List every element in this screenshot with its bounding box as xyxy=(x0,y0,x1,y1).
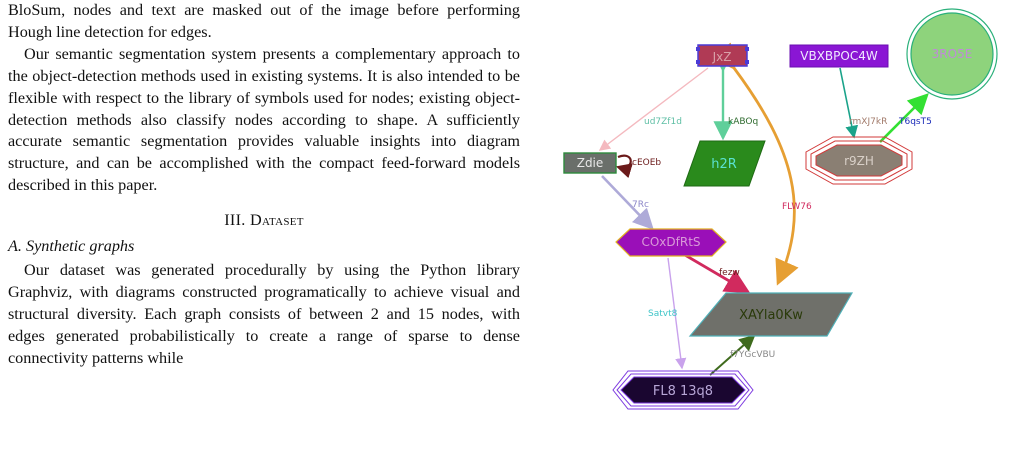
node-label-coxdfrts: COxDfRtS xyxy=(641,235,700,249)
edge-label-t6qs: T6qsT5 xyxy=(898,117,932,127)
edge-zdie-codfrts xyxy=(601,175,654,230)
node-coxdfrts: COxDfRtS xyxy=(615,228,727,257)
edge-fl8-xay xyxy=(709,334,756,376)
edge-zdie-selfloop xyxy=(615,154,633,179)
edge-codfrts-fl8 xyxy=(667,257,687,370)
edge-label-kabo: kABOq xyxy=(728,117,758,127)
node-fl8-13q8: FL8 13q8 xyxy=(612,370,754,410)
subsection-heading: A. Synthetic graphs xyxy=(8,237,135,256)
node-label-jxz: JxZ xyxy=(712,50,732,64)
node-vbxbpoc4w: VBXBPOC4W xyxy=(789,44,889,68)
edge-label-7rc: 7Rc xyxy=(632,200,649,210)
edge-jxz-xay xyxy=(710,42,799,286)
node-label-zdie: Zdie xyxy=(577,156,604,170)
node-label-r9zh: r9ZH xyxy=(844,154,874,168)
paragraph-semantic-segmentation: Our semantic segmentation system present… xyxy=(8,44,520,195)
node-label-vbxbpoc4w: VBXBPOC4W xyxy=(800,49,878,63)
node-label-h2r: h2R xyxy=(711,157,737,172)
node-3ro5e: 3RO5E xyxy=(906,8,998,100)
node-zdie: Zdie xyxy=(563,152,617,174)
node-xayla0kw: XAYla0Kw xyxy=(688,292,854,337)
section-heading: III. Dataset xyxy=(224,211,304,230)
paragraph-dataset: Our dataset was generated procedurally b… xyxy=(8,261,520,367)
graph-diagram-figure: ud7Zf1d kABOq cEOEb rmXJ7kR T6qsT5 7Rc F… xyxy=(563,8,998,410)
edge-jxz-zdie xyxy=(598,67,709,151)
edge-label-ceoeb: cEOEb xyxy=(632,158,661,168)
edge-label-flw76: FLW76 xyxy=(782,202,812,212)
edge-label-rmxj: rmXJ7kR xyxy=(849,117,887,127)
paragraph-continuation: BloSum, nodes and text are masked out of… xyxy=(8,1,520,41)
edge-label-f7yg: f7YGcVBU xyxy=(730,350,775,360)
node-r9zh: r9ZH xyxy=(805,136,913,185)
node-label-3ro5e: 3RO5E xyxy=(932,47,973,61)
node-jxz: JxZ xyxy=(696,44,749,67)
edge-vbx-r9zh xyxy=(839,67,859,139)
node-h2r: h2R xyxy=(683,140,766,187)
node-label-fl8-13q8: FL8 13q8 xyxy=(653,384,713,399)
text-column: BloSum, nodes and text are masked out of… xyxy=(8,0,520,370)
edge-label-satvt: Satvt8 xyxy=(648,309,678,319)
edge-r9zh-3ro5e xyxy=(879,93,929,143)
edge-codfrts-xay xyxy=(659,232,751,294)
edge-label-ud7: ud7Zf1d xyxy=(644,117,682,127)
node-label-xayla0kw: XAYla0Kw xyxy=(739,308,803,323)
edge-label-fezw: fezw xyxy=(719,268,740,278)
